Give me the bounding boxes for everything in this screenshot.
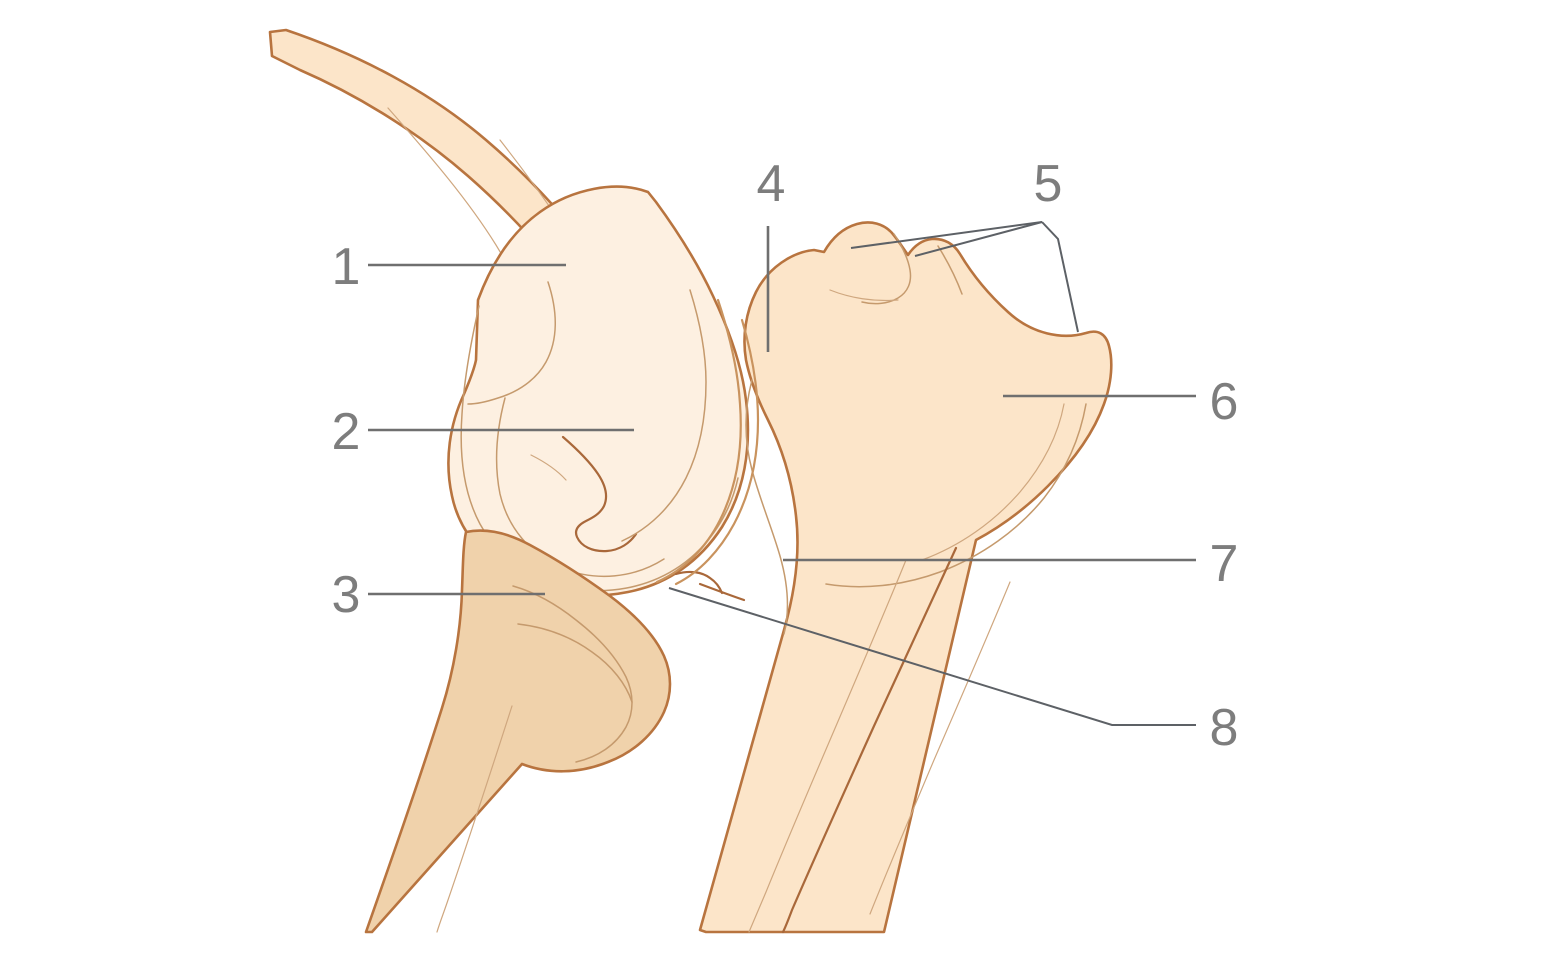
patella-inner-arc [517,623,633,703]
condyle-posterior-edge [621,289,707,542]
label-number-2: 2 [332,403,361,461]
posterior-sliver-bone [655,298,742,584]
tibial-head-inner-curve [825,403,1087,588]
label-number-7: 7 [1210,535,1239,593]
posterior-sliver-bone-2 [674,318,760,586]
leader-line-8 [668,587,1196,726]
number-label-group: 1 2 3 4 5 6 7 8 [332,155,1239,757]
bone-group [268,28,1113,934]
tibial-shaft-right-fine [869,581,1011,915]
tibial-anterior-border [745,379,789,635]
condyle-notch-line [467,281,556,405]
label-number-6: 6 [1210,373,1239,431]
tibial-head-inner-fine [921,403,1065,561]
intercondylar-tubercle-line [861,233,912,305]
trochlear-groove-line [561,435,638,553]
tibial-anterior-ridge [674,570,724,595]
patella-bone [364,529,672,934]
label-number-4: 4 [757,155,786,213]
label-number-5: 5 [1034,155,1063,213]
leader-line-group [368,221,1196,726]
leader-line-5-c [1041,221,1079,333]
label-number-1: 1 [332,238,361,296]
leader-line-5-a [850,221,1043,249]
tibial-plateau-bone [698,221,1113,934]
label-number-3: 3 [332,566,361,624]
patella-inner-outline [512,585,633,763]
tibial-shaft-cortical-line [781,546,958,934]
tubercle-under-arc [829,289,899,302]
label-number-8: 8 [1210,699,1239,757]
condyle-top-fine-line [530,454,567,481]
leader-line-5-b [914,221,1043,257]
tibial-anterior-ridge-2 [698,582,746,602]
tibial-shaft-fine-line [748,559,907,933]
patella-shaft-line [436,705,513,933]
